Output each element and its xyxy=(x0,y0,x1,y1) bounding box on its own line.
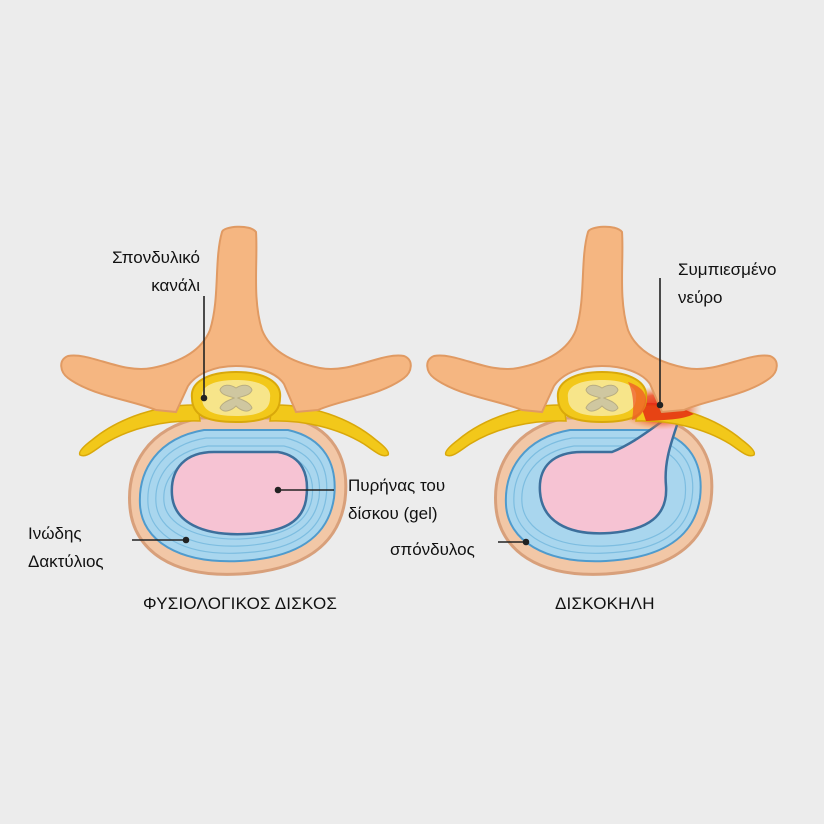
nerve-root-left-a xyxy=(78,404,201,457)
label-compressed-nerve-line2: νεύρο xyxy=(678,288,723,307)
nerve-root-left-b xyxy=(269,404,390,457)
leader-dot-compressed-nerve xyxy=(656,401,664,409)
label-compressed-nerve-line1: Συμπιεσμένο xyxy=(678,260,777,279)
label-nucleus: Πυρήνας του δίσκου (gel) xyxy=(348,472,445,528)
label-spinal-canal-line2: κανάλι xyxy=(151,276,200,295)
label-annulus-line2: Δακτύλιος xyxy=(28,552,104,571)
label-nucleus-line1: Πυρήνας του xyxy=(348,476,446,495)
herniation-illustration xyxy=(426,225,778,576)
nucleus-left xyxy=(170,450,309,536)
caption-normal-disc: ΦΥΣΙΟΛΟΓΙΚΟΣ ΔΙΣΚΟΣ xyxy=(143,594,338,613)
herniated-nucleus xyxy=(538,416,679,535)
label-spinal-canal: Σπονδυλικό κανάλι xyxy=(64,244,200,300)
leader-lines xyxy=(132,278,664,546)
posterior-vertebra-left xyxy=(60,225,412,414)
leader-dot-annulus xyxy=(182,536,190,544)
label-annulus-line1: Ινώδης xyxy=(28,524,82,543)
grey-matter-left xyxy=(219,384,253,412)
leader-dot-nucleus xyxy=(274,486,282,494)
leader-dot-spinal-canal xyxy=(200,394,208,402)
posterior-vertebra-right xyxy=(426,225,778,414)
label-spinal-canal-line1: Σπονδυλικό xyxy=(112,248,200,267)
annulus-lines-right xyxy=(513,437,694,554)
caption-herniation: ΔΙΣΚΟΚΗΛΗ xyxy=(555,594,655,613)
label-vertebra: σπόνδυλος xyxy=(390,540,475,559)
label-compressed-nerve: Συμπιεσμένο νεύρο xyxy=(678,256,777,312)
normal-disc-illustration xyxy=(60,225,412,576)
label-annulus: Ινώδης Δακτύλιος xyxy=(28,520,104,576)
label-nucleus-line2: δίσκου (gel) xyxy=(348,504,438,523)
nerve-root-right-a xyxy=(444,404,567,457)
grey-matter-right xyxy=(585,384,619,412)
canal-inflammation xyxy=(628,382,646,420)
leader-dot-vertebra xyxy=(522,538,530,546)
